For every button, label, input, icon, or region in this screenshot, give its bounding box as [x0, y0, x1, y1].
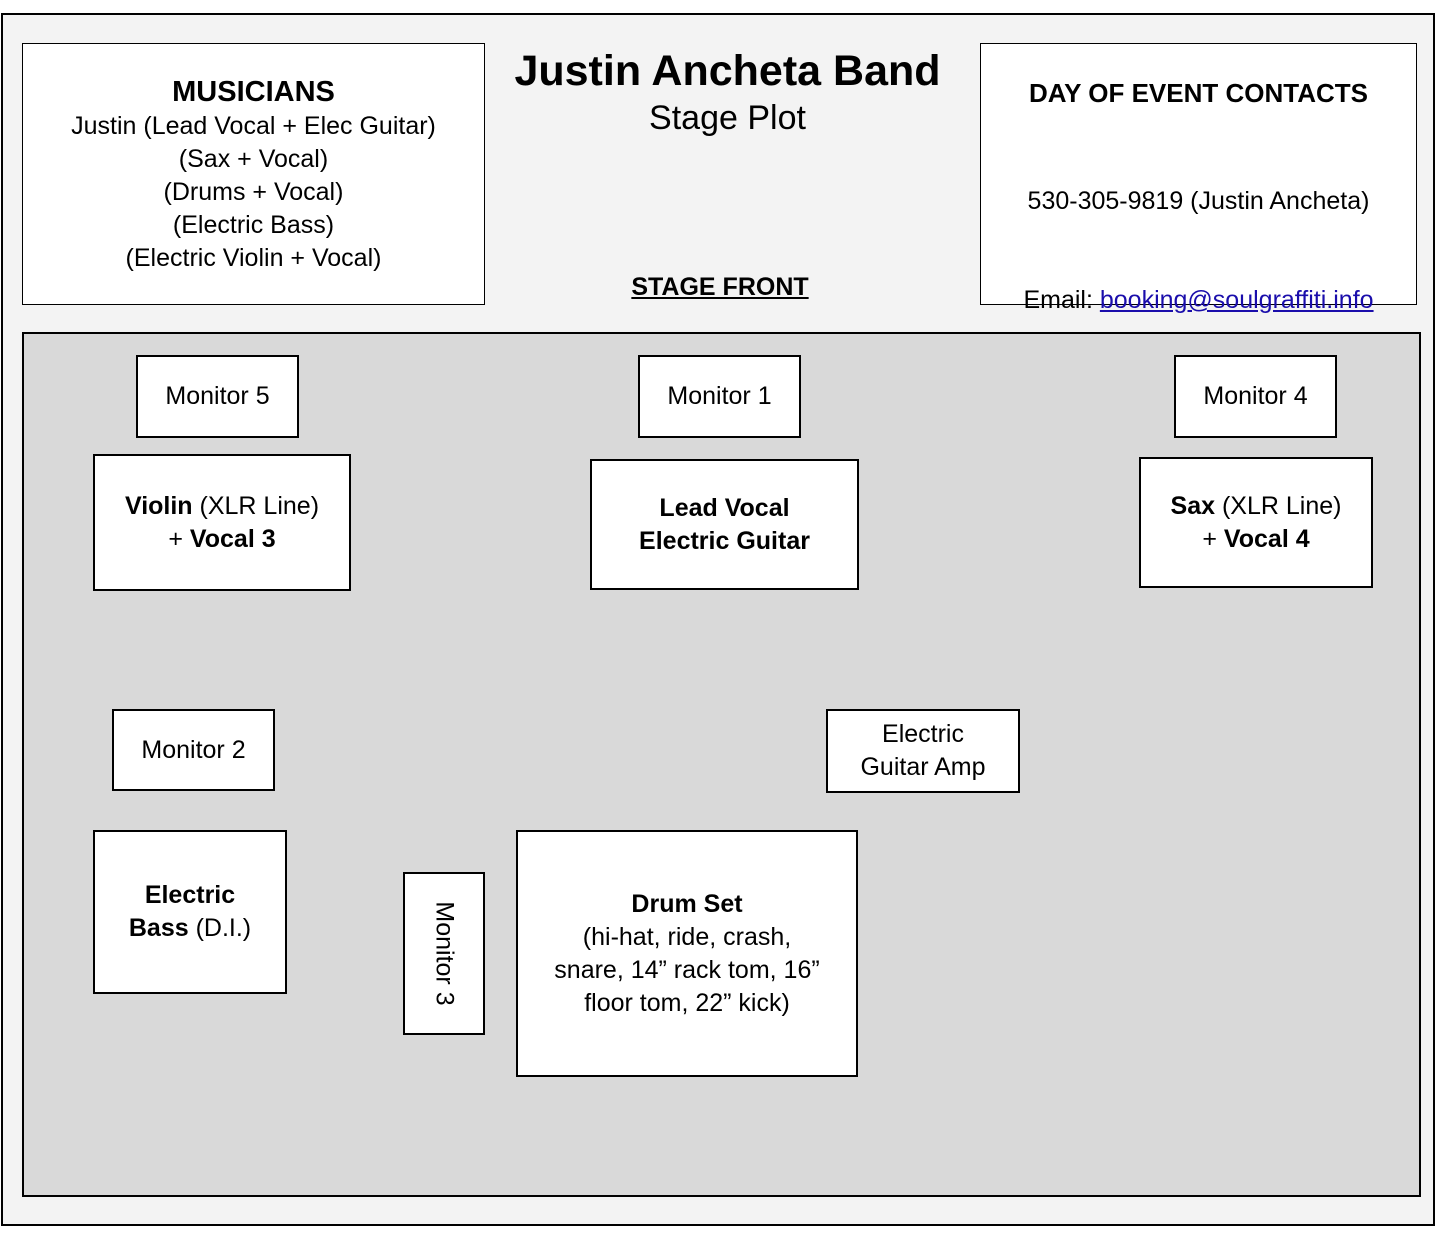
- sax-vocal: Vocal 4: [1223, 524, 1310, 553]
- drum-set-text: Drum Set (hi-hat, ride, crash, snare, 14…: [554, 888, 819, 1020]
- email-label: Email:: [1023, 286, 1093, 314]
- bass-name: Bass: [128, 914, 189, 942]
- drum-set-line: floor tom, 22” kick): [584, 988, 790, 1017]
- guitar-amp: Electric Guitar Amp: [826, 709, 1020, 793]
- musician-line: (Electric Bass): [172, 211, 335, 239]
- monitor-5: Monitor 5: [136, 355, 299, 438]
- monitor-2-label: Monitor 2: [141, 735, 246, 764]
- drum-set-heading: Drum Set: [631, 889, 743, 918]
- monitor-1-label: Monitor 1: [667, 382, 772, 410]
- monitor-3: Monitor 3: [403, 872, 485, 1035]
- guitar-amp-text: Electric Guitar Amp: [860, 718, 985, 784]
- sax-text: Sax (XLR Line) + Vocal 4: [1171, 490, 1342, 556]
- musician-line: (Electric Violin + Vocal): [125, 244, 382, 272]
- monitor-4: Monitor 4: [1174, 355, 1337, 438]
- contact-phone: 530-305-9819 (Justin Ancheta): [1027, 187, 1370, 215]
- contacts-box: DAY OF EVENT CONTACTS 530-305-9819 (Just…: [980, 43, 1417, 314]
- contacts-heading: DAY OF EVENT CONTACTS: [1028, 78, 1368, 108]
- lead-guitar-line: Electric Guitar: [639, 526, 810, 555]
- musician-line: Justin (Lead Vocal + Elec Guitar): [71, 112, 436, 140]
- drum-set-line: (hi-hat, ride, crash,: [582, 922, 792, 951]
- violin-input: (XLR Line): [192, 491, 320, 520]
- violin-name: Violin: [124, 491, 193, 520]
- lead-vocal-station: Lead Vocal Electric Guitar: [590, 459, 859, 590]
- lead-vocal-text: Lead Vocal Electric Guitar: [639, 492, 810, 558]
- musician-line: (Sax + Vocal): [178, 145, 329, 173]
- violin-text: Violin (XLR Line) + Vocal 3: [125, 490, 319, 556]
- monitor-2: Monitor 2: [112, 709, 275, 791]
- violin-vocal: Vocal 3: [189, 524, 276, 553]
- bass-line-1: Electric: [144, 881, 236, 909]
- page-title: Justin Ancheta Band Stage Plot: [490, 44, 965, 138]
- lead-vocal-line: Lead Vocal: [659, 493, 790, 522]
- plot-subtitle: Stage Plot: [649, 99, 806, 137]
- sax-station: Sax (XLR Line) + Vocal 4: [1139, 457, 1373, 588]
- violin-station: Violin (XLR Line) + Vocal 3: [93, 454, 351, 591]
- violin-plus: +: [168, 524, 190, 553]
- monitor-3-label: Monitor 3: [430, 901, 459, 1006]
- musicians-box: MUSICIANS Justin (Lead Vocal + Elec Guit…: [22, 43, 485, 305]
- contact-email-row: Email: booking@soulgraffiti.info: [981, 284, 1416, 317]
- monitor-4-label: Monitor 4: [1203, 382, 1308, 410]
- monitor-5-label: Monitor 5: [165, 382, 270, 410]
- bass-station: Electric Bass (D.I.): [93, 830, 287, 994]
- drum-set: Drum Set (hi-hat, ride, crash, snare, 14…: [516, 830, 858, 1077]
- sax-plus: +: [1202, 524, 1224, 553]
- musician-line: (Drums + Vocal): [163, 178, 344, 206]
- sax-name: Sax: [1170, 491, 1216, 520]
- stage-front-label: STAGE FRONT: [631, 273, 809, 301]
- bass-text: Electric Bass (D.I.): [129, 879, 251, 945]
- drum-set-line: snare, 14” rack tom, 16”: [554, 955, 820, 984]
- email-link[interactable]: booking@soulgraffiti.info: [1099, 286, 1374, 314]
- band-name: Justin Ancheta Band: [514, 47, 941, 95]
- bass-input: (D.I.): [188, 914, 252, 942]
- monitor-1: Monitor 1: [638, 355, 801, 438]
- guitar-amp-line-2: Guitar Amp: [860, 753, 986, 781]
- guitar-amp-line-1: Electric: [882, 720, 964, 748]
- musicians-heading: MUSICIANS: [172, 76, 335, 108]
- sax-input: (XLR Line): [1215, 491, 1342, 520]
